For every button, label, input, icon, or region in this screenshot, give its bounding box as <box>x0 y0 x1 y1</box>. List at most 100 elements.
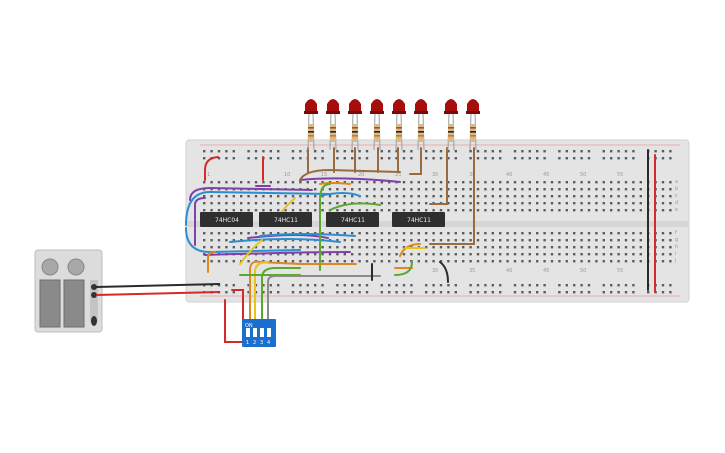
resistor[interactable] <box>396 124 402 142</box>
resistor-band[interactable] <box>352 135 358 137</box>
breadboard-hole <box>284 195 287 198</box>
breadboard-hole <box>388 253 391 256</box>
resistor-band[interactable] <box>308 135 314 137</box>
led-rim[interactable] <box>370 111 384 114</box>
led-rim[interactable] <box>414 111 428 114</box>
breadboard-hole <box>462 188 465 191</box>
resistor-band[interactable] <box>352 131 358 133</box>
led-bulb[interactable] <box>305 99 317 112</box>
resistor-band[interactable] <box>470 131 476 133</box>
resistor-band[interactable] <box>418 127 424 129</box>
led-rim[interactable] <box>348 111 362 114</box>
battery-switch[interactable] <box>91 316 97 326</box>
row-letter: d <box>675 200 678 206</box>
breadboard-hole <box>417 209 420 212</box>
resistor[interactable] <box>374 124 380 142</box>
breadboard-hole <box>528 253 531 256</box>
led-array[interactable] <box>304 99 480 151</box>
breadboard-hole <box>203 157 206 160</box>
breadboard-hole <box>447 209 450 212</box>
chip-74hc11-3[interactable]: 74HC11 <box>392 212 445 227</box>
breadboard-hole <box>543 209 546 212</box>
resistor-band[interactable] <box>330 131 336 133</box>
breadboard-hole <box>602 253 605 256</box>
resistor[interactable] <box>448 124 454 142</box>
resistor-band[interactable] <box>448 127 454 129</box>
breadboard-hole <box>469 157 472 160</box>
resistor-band[interactable] <box>448 135 454 137</box>
breadboard-hole <box>491 188 494 191</box>
led-bulb[interactable] <box>349 99 361 112</box>
breadboard-hole <box>277 239 280 242</box>
chip-74hc11-2[interactable]: 74HC11 <box>326 212 379 227</box>
breadboard-hole <box>380 239 383 242</box>
led-bulb[interactable] <box>467 99 479 112</box>
resistor-band[interactable] <box>308 131 314 133</box>
breadboard-hole <box>439 291 443 294</box>
led-rim[interactable] <box>326 111 340 114</box>
breadboard-hole <box>343 284 346 287</box>
breadboard-hole <box>632 157 635 160</box>
resistor-band[interactable] <box>448 131 454 133</box>
breadboard-hole <box>491 209 494 212</box>
breadboard-hole <box>247 232 250 235</box>
led-rim[interactable] <box>444 111 458 114</box>
breadboard-hole <box>247 291 250 294</box>
battery-pack[interactable] <box>34 249 103 333</box>
resistor-band[interactable] <box>396 127 402 129</box>
led-bulb[interactable] <box>415 99 427 112</box>
breadboard-hole <box>499 232 502 235</box>
breadboard-hole <box>447 195 450 198</box>
resistor-band[interactable] <box>418 135 424 137</box>
resistor-band[interactable] <box>374 135 380 137</box>
resistor[interactable] <box>308 124 314 142</box>
breadboard-hole <box>580 181 583 184</box>
resistor-band[interactable] <box>418 131 424 133</box>
led-bulb[interactable] <box>445 99 457 112</box>
resistor[interactable] <box>418 124 424 142</box>
wires[interactable] <box>185 147 656 343</box>
led-rim[interactable] <box>304 111 318 114</box>
breadboard-hole <box>351 209 354 212</box>
wire-battery-black[interactable] <box>95 283 221 288</box>
breadboard-hole <box>395 188 398 191</box>
dip-switch[interactable]: ON 1 2 3 4 <box>242 319 276 347</box>
resistor-band[interactable] <box>352 127 358 129</box>
resistor[interactable] <box>330 124 336 142</box>
led-bulb[interactable] <box>371 99 383 112</box>
led-bulb[interactable] <box>393 99 405 112</box>
breadboard-hole <box>336 291 339 294</box>
resistor-band[interactable] <box>374 131 380 133</box>
breadboard-hole <box>262 202 265 205</box>
resistor[interactable] <box>352 124 358 142</box>
breadboard-hole <box>491 195 494 198</box>
chip-74hc11-1[interactable]: 74HC11 <box>259 212 312 227</box>
wire-battery-red[interactable] <box>95 291 221 296</box>
led-bulb[interactable] <box>327 99 339 112</box>
breadboard-hole <box>550 239 554 242</box>
resistor[interactable] <box>470 124 476 142</box>
resistor-band[interactable] <box>374 127 380 129</box>
resistor-band[interactable] <box>396 131 402 133</box>
breadboard-hole <box>513 202 517 205</box>
breadboard-hole <box>217 157 221 160</box>
breadboard-hole <box>558 195 561 198</box>
chip-74hc04[interactable]: 74HC04 <box>200 212 253 227</box>
resistor-band[interactable] <box>396 135 402 137</box>
terminal-positive-icon[interactable] <box>91 292 97 298</box>
breadboard-hole <box>380 150 383 153</box>
breadboard-hole <box>380 284 383 287</box>
breadboard-hole <box>506 181 509 184</box>
resistor-band[interactable] <box>470 127 476 129</box>
row-letter: e <box>675 207 678 213</box>
led-rim[interactable] <box>392 111 406 114</box>
resistor-band[interactable] <box>308 127 314 129</box>
resistor-band[interactable] <box>470 135 476 137</box>
breadboard-hole <box>321 202 324 205</box>
terminal-negative-icon[interactable] <box>91 284 97 290</box>
breadboard-hole <box>669 239 672 242</box>
led-rim[interactable] <box>466 111 480 114</box>
resistor-band[interactable] <box>330 127 336 129</box>
resistor-band[interactable] <box>330 135 336 137</box>
